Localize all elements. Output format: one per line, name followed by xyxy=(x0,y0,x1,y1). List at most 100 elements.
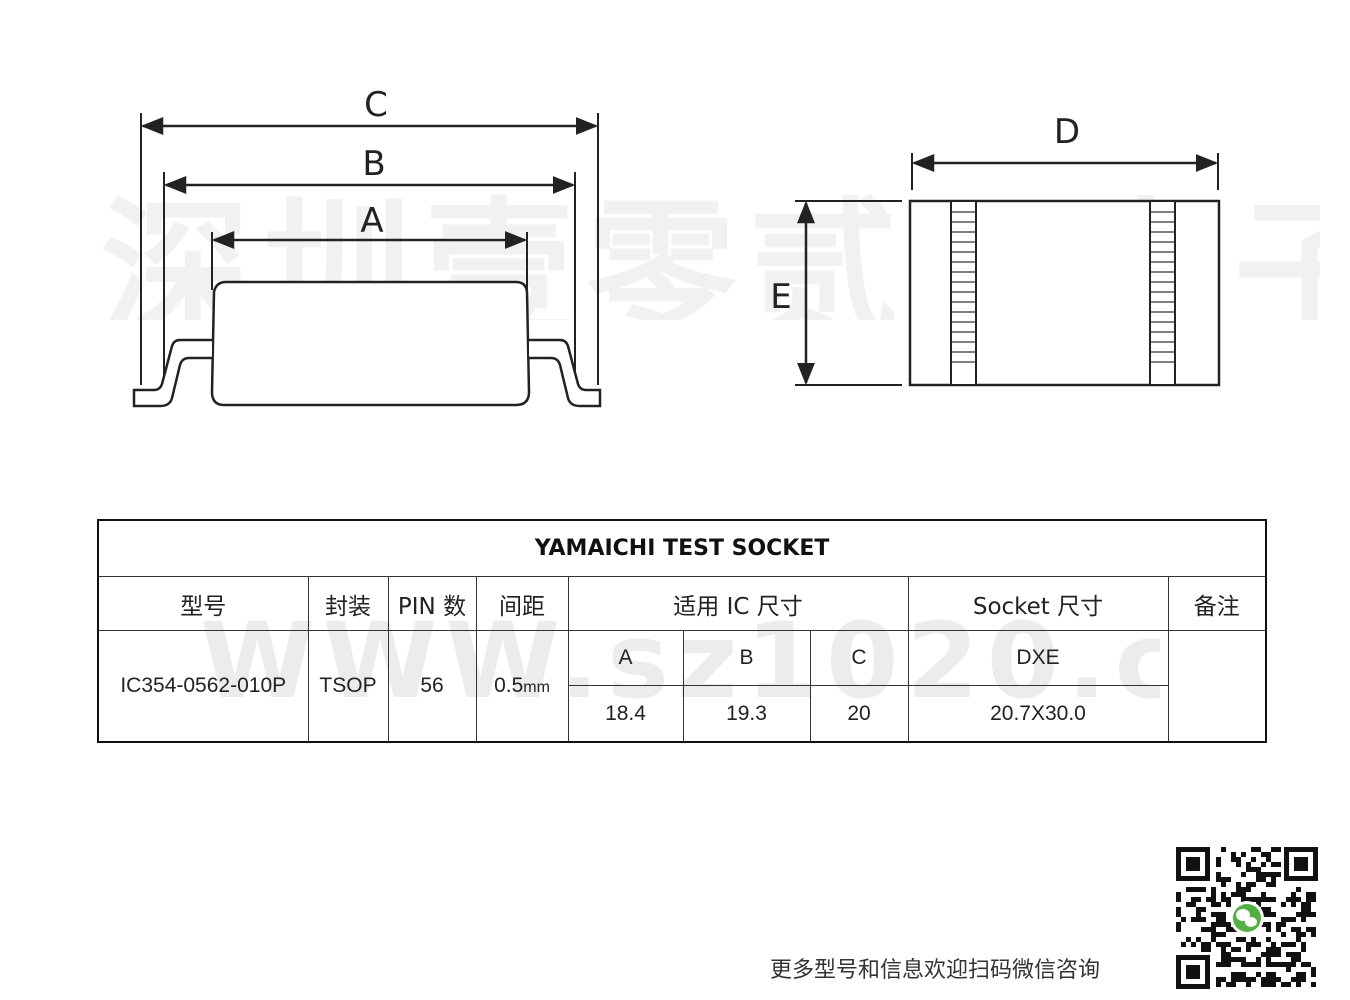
qr-module xyxy=(1246,887,1251,892)
qr-module xyxy=(1221,917,1226,922)
qr-module xyxy=(1226,982,1231,987)
qr-module xyxy=(1261,892,1266,897)
qr-module xyxy=(1176,927,1181,932)
qr-module xyxy=(1196,937,1201,942)
qr-module xyxy=(1246,977,1251,982)
qr-module xyxy=(1221,847,1226,852)
qr-module xyxy=(1221,962,1226,967)
qr-module xyxy=(1311,967,1316,972)
qr-module xyxy=(1296,897,1301,902)
qr-module xyxy=(1291,977,1296,982)
qr-module xyxy=(1266,852,1271,857)
qr-module xyxy=(1306,912,1311,917)
qr-module xyxy=(1231,957,1236,962)
qr-module xyxy=(1311,892,1316,897)
qr-module xyxy=(1191,887,1196,892)
dimension-d-label: D xyxy=(1054,112,1080,152)
subheader-b: B xyxy=(682,630,811,686)
qr-module xyxy=(1281,982,1286,987)
qr-module xyxy=(1306,892,1311,897)
qr-module xyxy=(1266,907,1271,912)
qr-module xyxy=(1251,857,1256,862)
dimension-e-label: E xyxy=(770,277,791,317)
cell-pitch: 0.5mm xyxy=(475,630,569,743)
qr-module xyxy=(1271,982,1276,987)
qr-module xyxy=(1301,917,1306,922)
dimension-a-label: A xyxy=(360,201,383,241)
qr-module xyxy=(1226,922,1231,927)
qr-module xyxy=(1266,937,1271,942)
qr-module xyxy=(1211,927,1216,932)
qr-module xyxy=(1276,922,1281,927)
qr-module xyxy=(1221,932,1226,937)
qr-module xyxy=(1291,897,1296,902)
qr-module xyxy=(1306,927,1311,932)
pin-row-left xyxy=(950,200,977,386)
qr-module xyxy=(1221,912,1226,917)
qr-module xyxy=(1246,862,1251,867)
qr-module xyxy=(1206,897,1211,902)
qr-module xyxy=(1226,962,1231,967)
qr-module xyxy=(1231,947,1236,952)
qr-module xyxy=(1261,852,1266,857)
qr-module xyxy=(1271,862,1276,867)
qr-module xyxy=(1301,907,1306,912)
qr-module xyxy=(1241,872,1246,877)
qr-code[interactable] xyxy=(1172,843,1322,993)
qr-module xyxy=(1216,877,1221,882)
qr-module xyxy=(1261,897,1266,902)
qr-module xyxy=(1256,957,1261,962)
qr-module xyxy=(1271,952,1276,957)
qr-module xyxy=(1306,907,1311,912)
qr-module xyxy=(1216,902,1221,907)
qr-module xyxy=(1196,897,1201,902)
qr-module xyxy=(1246,942,1251,947)
qr-module xyxy=(1221,942,1226,947)
qr-module xyxy=(1246,882,1251,887)
qr-module xyxy=(1301,942,1306,947)
qr-module xyxy=(1236,977,1241,982)
qr-module xyxy=(1286,967,1291,972)
qr-module xyxy=(1216,872,1221,877)
qr-module xyxy=(1191,917,1196,922)
qr-module xyxy=(1251,847,1256,852)
cell-c: 20 xyxy=(809,685,909,743)
qr-module xyxy=(1266,947,1271,952)
qr-module xyxy=(1271,977,1276,982)
header-model: 型号 xyxy=(97,576,309,631)
qr-module xyxy=(1296,982,1301,987)
qr-module xyxy=(1246,897,1251,902)
pitch-value: 0.5 xyxy=(494,674,524,697)
qr-module xyxy=(1311,897,1316,902)
qr-module xyxy=(1281,962,1286,967)
qr-module xyxy=(1271,972,1276,977)
qr-module xyxy=(1301,902,1306,907)
qr-module xyxy=(1211,937,1216,942)
qr-module xyxy=(1311,932,1316,937)
qr-module xyxy=(1286,942,1291,947)
qr-module xyxy=(1246,962,1251,967)
header-remark: 备注 xyxy=(1167,576,1267,631)
footer-text: 更多型号和信息欢迎扫码微信咨询 xyxy=(770,958,1101,983)
qr-module xyxy=(1201,942,1206,947)
qr-module xyxy=(1251,937,1256,942)
qr-module xyxy=(1281,917,1286,922)
qr-module xyxy=(1236,862,1241,867)
qr-module xyxy=(1251,942,1256,947)
qr-module xyxy=(1261,877,1266,882)
qr-module xyxy=(1286,917,1291,922)
qr-module xyxy=(1276,927,1281,932)
qr-module xyxy=(1216,922,1221,927)
qr-module xyxy=(1266,957,1271,962)
qr-module xyxy=(1246,947,1251,952)
cell-model: IC354-0562-010P xyxy=(97,630,309,743)
qr-module xyxy=(1181,917,1186,922)
qr-module xyxy=(1256,902,1261,907)
qr-module xyxy=(1231,977,1236,982)
qr-module xyxy=(1196,912,1201,917)
dimension-c-label: C xyxy=(364,85,388,125)
subheader-c: C xyxy=(809,630,909,686)
qr-module xyxy=(1291,892,1296,897)
qr-module xyxy=(1191,942,1196,947)
qr-finder-bottom-left xyxy=(1176,955,1210,989)
